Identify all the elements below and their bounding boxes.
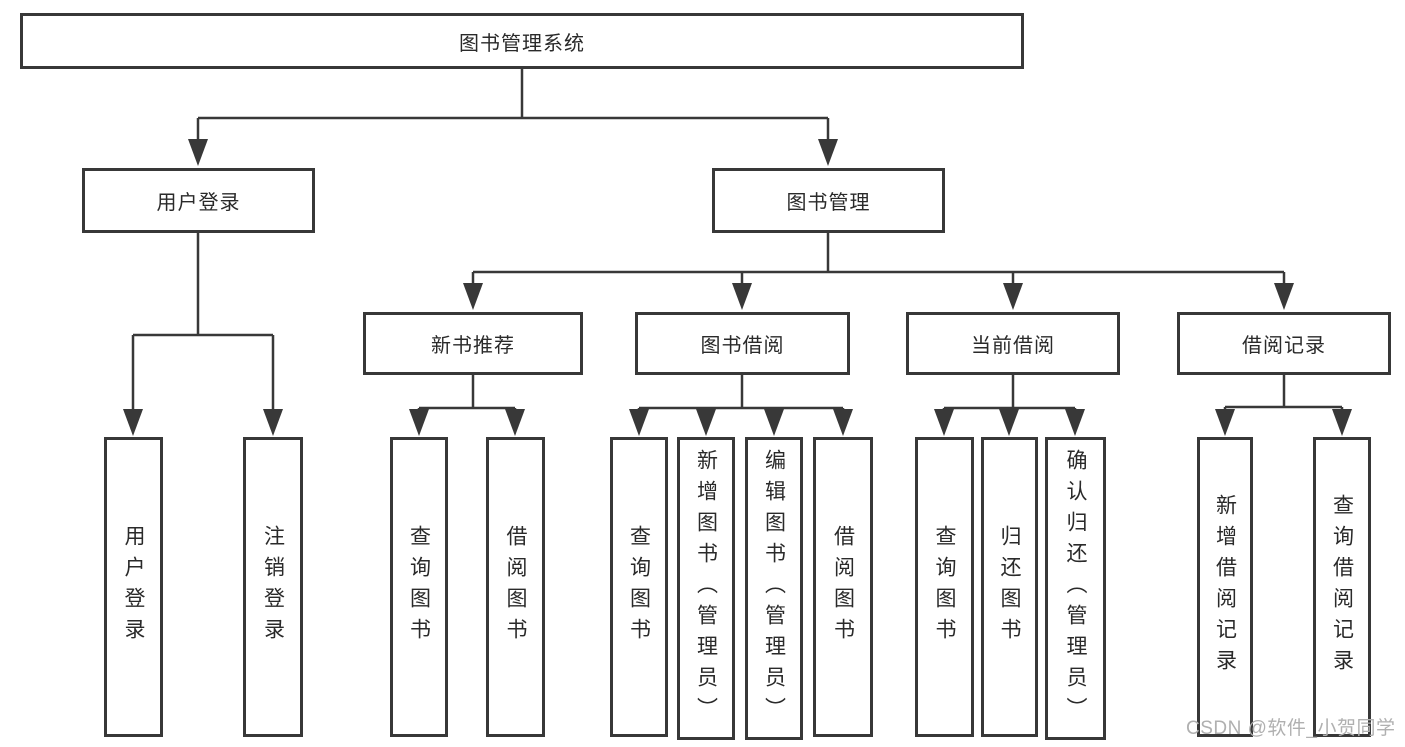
node-label: 用户登录: [156, 192, 241, 214]
node-label: 借阅记录: [1242, 335, 1326, 357]
leaf-logout-login: 注销登录: [243, 437, 303, 737]
node-label: 当前借阅: [971, 335, 1055, 357]
arrowhead-icons: [123, 139, 1352, 436]
leaf-borrow-books-borrowing: 借阅图书: [813, 437, 873, 737]
node-book-borrowing: 图书借阅: [635, 312, 850, 375]
leaf-label: 编辑图书（管理员）: [762, 449, 786, 728]
leaf-query-books-current: 查询图书: [915, 437, 974, 737]
leaf-label: 新增借阅记录: [1213, 494, 1237, 680]
node-new-book-recommendation: 新书推荐: [363, 312, 583, 375]
leaf-query-books-recommend: 查询图书: [390, 437, 448, 737]
leaf-confirm-return-admin: 确认归还（管理员）: [1045, 437, 1106, 740]
csdn-watermark: CSDN @软件_小贺同学: [1186, 718, 1396, 739]
leaf-label: 查询图书: [627, 525, 651, 649]
leaf-label: 查询图书: [933, 525, 956, 649]
leaf-label: 查询借阅记录: [1330, 494, 1354, 680]
leaf-query-borrowing-record: 查询借阅记录: [1313, 437, 1371, 737]
leaf-label: 查询图书: [407, 525, 431, 649]
node-label: 图书借阅: [700, 335, 785, 357]
leaf-query-books-borrowing: 查询图书: [610, 437, 668, 737]
node-library-management-system: 图书管理系统: [20, 13, 1024, 69]
leaf-label: 新增图书（管理员）: [694, 449, 718, 728]
node-borrowing-records: 借阅记录: [1177, 312, 1391, 375]
node-label: 新书推荐: [431, 335, 515, 357]
node-label: 图书管理: [786, 192, 871, 214]
leaf-label: 借阅图书: [504, 525, 527, 649]
leaf-add-books-admin: 新增图书（管理员）: [677, 437, 735, 740]
leaf-label: 归还图书: [998, 525, 1021, 649]
leaf-label: 用户登录: [122, 525, 145, 649]
leaf-edit-books-admin: 编辑图书（管理员）: [745, 437, 803, 740]
node-book-management: 图书管理: [712, 168, 945, 233]
leaf-user-login: 用户登录: [104, 437, 163, 737]
leaf-add-borrowing-record: 新增借阅记录: [1197, 437, 1253, 737]
node-user-login: 用户登录: [82, 168, 315, 233]
leaf-label: 注销登录: [261, 525, 285, 649]
leaf-label: 借阅图书: [831, 525, 855, 649]
node-current-borrowing: 当前借阅: [906, 312, 1120, 375]
leaf-label: 确认归还（管理员）: [1064, 449, 1087, 728]
node-label: 图书管理系统: [459, 32, 585, 55]
leaf-borrow-books-recommend: 借阅图书: [486, 437, 545, 737]
leaf-return-books: 归还图书: [981, 437, 1038, 737]
